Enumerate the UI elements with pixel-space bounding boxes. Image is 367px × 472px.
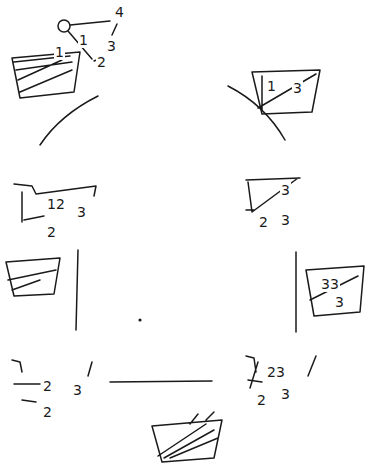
callout-number: 2 xyxy=(96,54,107,70)
cycle-arc xyxy=(40,96,98,145)
joint-circle xyxy=(58,20,70,32)
cup-sketch xyxy=(152,412,222,462)
callout-number: 2 xyxy=(46,224,57,240)
callout-number: 23 xyxy=(266,364,286,380)
callout-number: 3 xyxy=(76,204,87,220)
callout-number: 33 xyxy=(320,276,340,292)
callout-number: 3 xyxy=(292,80,303,96)
cup-sketch xyxy=(14,184,96,222)
cup-sketch xyxy=(306,266,364,316)
cup-sketch xyxy=(12,360,92,402)
cycle-line xyxy=(110,381,212,382)
link-line xyxy=(112,24,117,35)
callout-number: 2 xyxy=(42,404,53,420)
cycle-arc xyxy=(228,86,285,140)
callout-number: 2 xyxy=(258,214,269,230)
callout-number: 1 xyxy=(54,44,65,60)
cup-sketch xyxy=(246,178,300,212)
callout-number: 3 xyxy=(280,182,291,198)
callout-number: 3 xyxy=(72,382,83,398)
cup-sketch xyxy=(6,258,60,296)
callout-number: 2 xyxy=(256,392,267,408)
callout-number: 3 xyxy=(106,38,117,54)
callout-number: 12 xyxy=(46,196,66,212)
callout-number: 1 xyxy=(78,32,89,48)
callout-number: 2 xyxy=(42,378,53,394)
cup-sketch xyxy=(246,356,316,388)
callout-number: 1 xyxy=(266,78,277,94)
center-dot xyxy=(138,318,141,321)
cup-sketch xyxy=(252,70,320,114)
cycle-line xyxy=(76,250,78,330)
cup-sketch xyxy=(12,52,80,98)
callout-number: 3 xyxy=(280,212,291,228)
cycle-line xyxy=(295,252,297,332)
callout-number: 3 xyxy=(334,294,345,310)
callout-number: 4 xyxy=(114,4,125,20)
callout-number: 3 xyxy=(280,386,291,402)
link-line xyxy=(70,21,110,25)
